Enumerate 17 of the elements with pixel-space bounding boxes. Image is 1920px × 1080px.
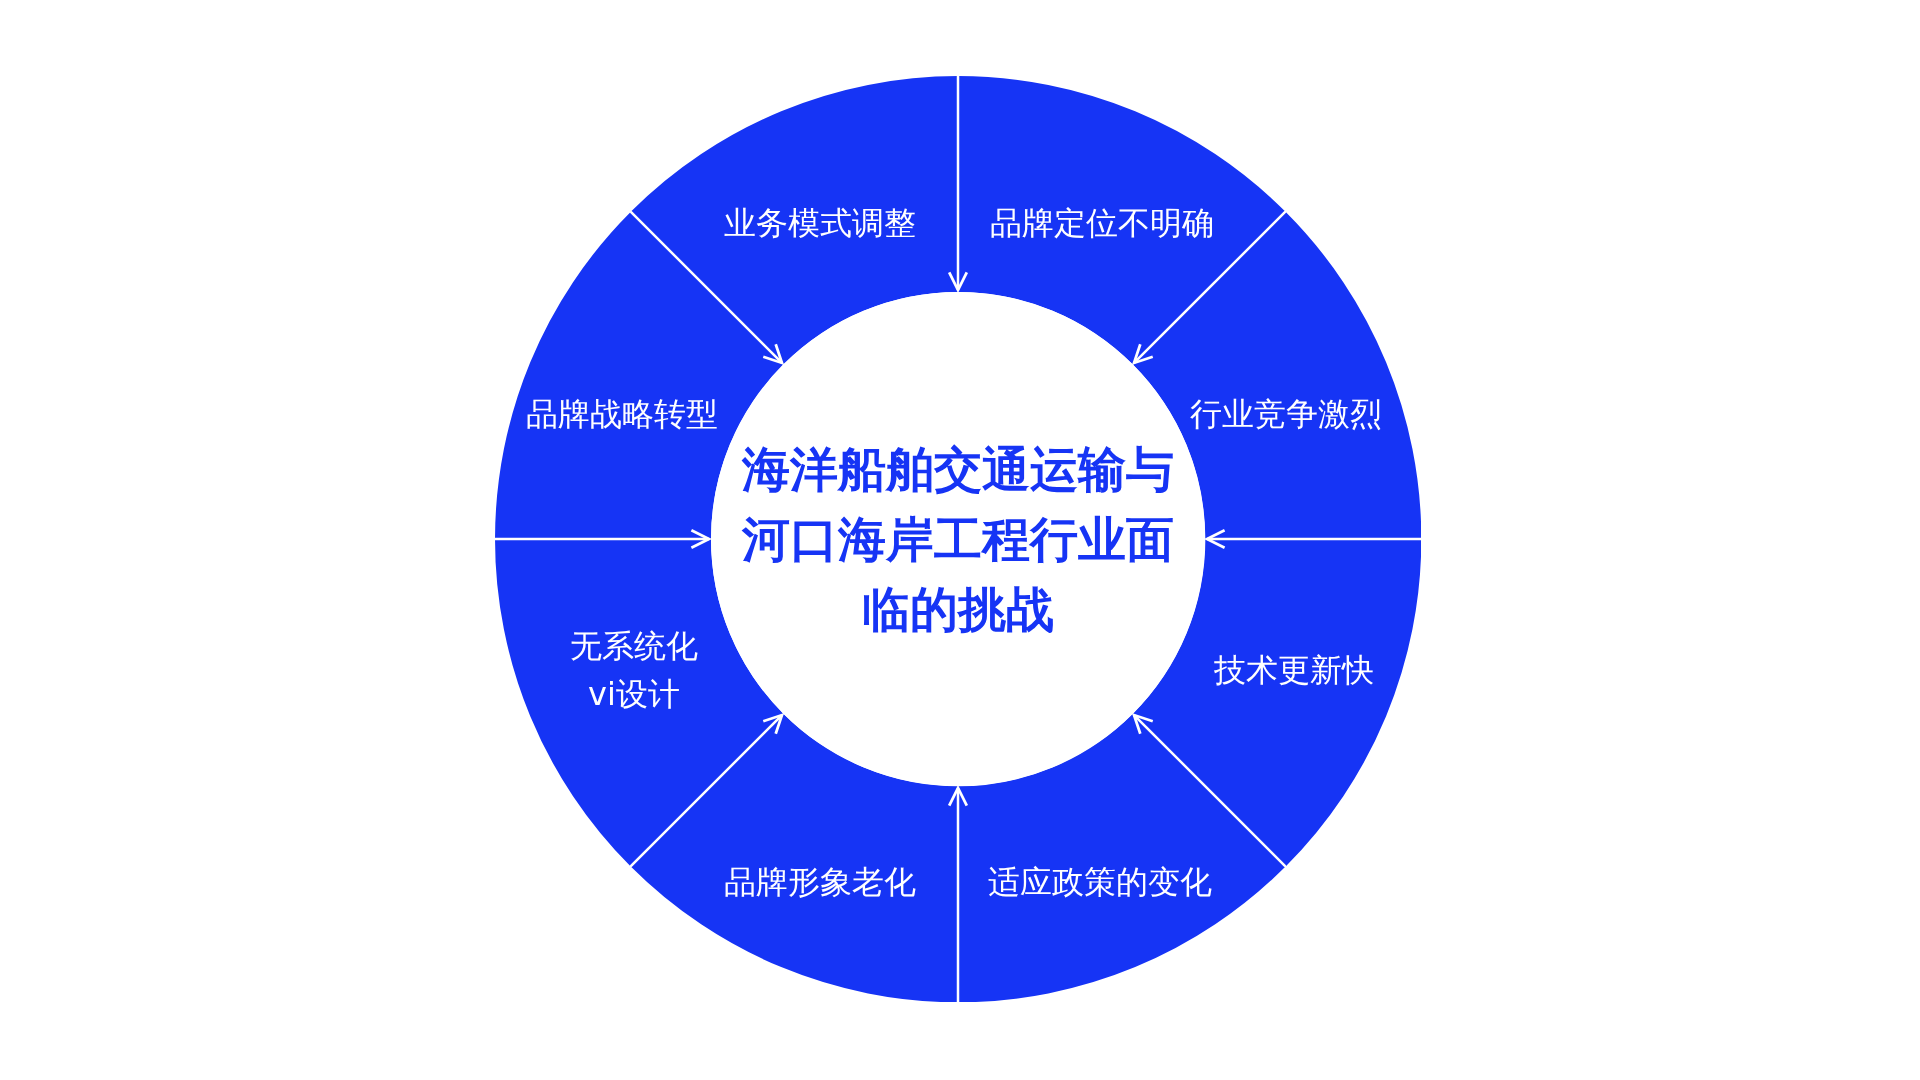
sector-label: 技术更新快 (1213, 650, 1375, 691)
arrow (947, 786, 969, 1002)
sector-label: 品牌定位不明确 (989, 203, 1215, 244)
sector-label: 行业竞争激烈 (1189, 394, 1383, 435)
sector-label: 适应政策的变化 (987, 862, 1213, 903)
sector-label: 无系统化 vi设计 (569, 626, 699, 715)
arrow (1132, 713, 1287, 868)
sector-label: 品牌形象老化 (723, 862, 917, 903)
center-title: 海洋船舶交通运输与河口海岸工程行业面临的挑战 (741, 440, 1175, 639)
arrow (947, 76, 969, 292)
arrow (495, 528, 711, 550)
sector-label: 业务模式调整 (723, 203, 917, 244)
arrow (629, 210, 784, 365)
arrow (1132, 210, 1287, 365)
sector-label: 品牌战略转型 (525, 394, 719, 435)
arrow (629, 713, 784, 868)
arrow (1205, 528, 1421, 550)
